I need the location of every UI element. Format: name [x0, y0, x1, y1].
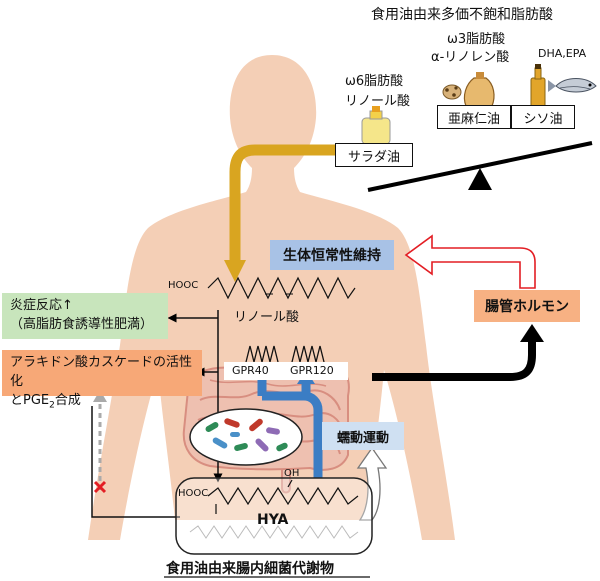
linoleic-acid-label: リノール酸	[234, 310, 300, 325]
arachidonic-line2-prefix: とPGE	[10, 393, 50, 408]
inhibited-dashed-arrow-head	[93, 390, 107, 402]
gpr-receptor-box	[224, 362, 348, 380]
gut-hormone-arrow	[372, 340, 536, 381]
gpr40-label: GPR40	[232, 364, 269, 377]
arachidonic-line2: とPGE2合成	[10, 391, 194, 416]
peristalsis-box: 蠕動運動	[322, 422, 404, 450]
gut-bacteria-ellipse	[189, 408, 303, 466]
linoleic-hooc-label: HOOC	[168, 280, 199, 291]
gut-hormone-arrow-head	[520, 324, 544, 342]
human-body-silhouette	[88, 55, 455, 540]
fish-icon	[548, 78, 597, 93]
inhibition-cross-icon	[93, 480, 107, 494]
omega6-heading: ω6脂肪酸	[345, 74, 404, 89]
flaxseed-oil-label: 亜麻仁油	[447, 111, 500, 127]
peristalsis-arrow	[356, 446, 388, 521]
omega3-heading: ω3脂肪酸	[447, 32, 506, 47]
arachidonic-line2-suffix: 合成	[54, 393, 81, 408]
inflammation-box: 炎症反応↑ （高脂肪食誘導性肥満）	[2, 293, 168, 339]
gpr120-label: GPR120	[290, 364, 334, 377]
homeostasis-arrow	[404, 234, 536, 289]
hya-label: HYA	[257, 512, 289, 528]
gut-hormone-box: 腸管ホルモン	[474, 290, 580, 322]
homeostasis-box: 生体恒常性維持	[270, 240, 394, 270]
linoleic-acid-chain	[207, 276, 356, 300]
salad-oil-box: サラダ油	[335, 143, 413, 167]
perilla-oil-bottle-icon	[530, 64, 546, 109]
inflammation-line1: 炎症反応↑	[10, 298, 73, 313]
fish-compound-label: DHA,EPA	[538, 47, 587, 60]
homeostasis-label: 生体恒常性維持	[283, 248, 381, 264]
hya-oh-label: OH	[284, 468, 300, 479]
flaxseed-icon	[442, 84, 462, 100]
arachidonic-line2-subscript: 2	[49, 400, 55, 411]
hya-hooc-label: HOOC	[178, 488, 209, 499]
arachidonic-line1: アラキドン酸カスケードの活性化	[10, 355, 193, 389]
hya-faded-chain	[189, 525, 359, 539]
oil-jug-icon	[463, 72, 495, 107]
arachidonic-box: アラキドン酸カスケードの活性化 とPGE2合成	[2, 350, 202, 411]
footer-caption: 食用油由来腸内細菌代謝物	[166, 561, 334, 577]
hya-chain	[207, 486, 359, 506]
title-text: 食用油由来多価不飽和脂肪酸	[371, 7, 553, 23]
feedback-line	[91, 406, 180, 518]
salad-oil-label: サラダ油	[347, 149, 400, 165]
inflammation-line2: （高脂肪食誘導性肥満）	[10, 317, 154, 332]
flaxseed-oil-box: 亜麻仁油	[437, 105, 511, 129]
scale-fulcrum	[468, 168, 492, 190]
omega3-compound: α-リノレン酸	[431, 50, 510, 65]
intake-arrow-head	[224, 260, 246, 282]
gut-hormone-label: 腸管ホルモン	[485, 299, 569, 315]
perilla-oil-box: シソ油	[511, 105, 575, 129]
gpr-activation-arrow	[262, 391, 323, 478]
salad-oil-bottle-icon	[361, 106, 391, 145]
scale-beam	[367, 141, 593, 192]
perilla-oil-label: シソ油	[523, 111, 563, 127]
intake-arrow	[229, 144, 362, 262]
gut-bacteria-icons	[205, 418, 288, 452]
peristalsis-label: 蠕動運動	[336, 430, 389, 446]
omega6-compound: リノール酸	[345, 94, 411, 109]
